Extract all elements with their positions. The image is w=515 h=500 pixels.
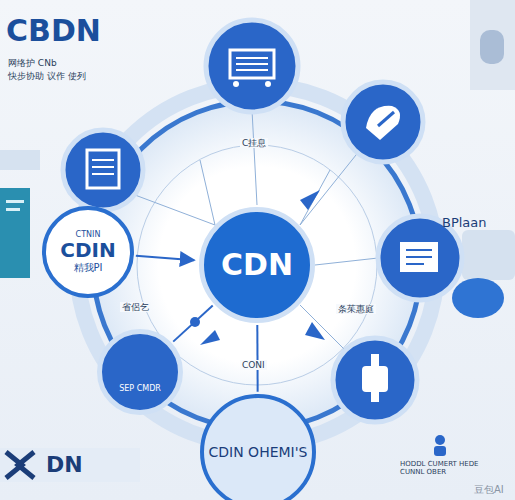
note-text: HODDL CUMERT HEDE CUNNL OBER — [398, 460, 502, 476]
side-blob — [452, 278, 504, 318]
node-text: CDIN OHEMI'S — [209, 444, 308, 460]
node-text: 精我PI — [74, 262, 103, 274]
footer-bar — [0, 448, 140, 482]
icon-circle — [63, 130, 143, 210]
connector — [173, 305, 213, 341]
corner-panel — [470, 0, 515, 90]
node-text: CDN — [221, 248, 293, 283]
spoke-lines — [135, 110, 378, 350]
side-label: BPlaan — [440, 216, 489, 231]
node-text: CDIN — [60, 239, 115, 262]
side-panel — [0, 188, 30, 278]
side-panel — [462, 230, 515, 280]
ring-label: 条茱惠庭 — [336, 304, 376, 314]
logo-text: DN — [44, 452, 85, 477]
side-panel — [0, 150, 40, 170]
center-circle: CDN — [199, 207, 315, 323]
title: CBDN — [4, 14, 103, 49]
subtitle-text: 网络护 CNb — [6, 58, 59, 68]
service-circle: CTNINCDIN精我PI — [42, 206, 134, 298]
logo-mark — [6, 452, 34, 478]
service-circle: CDIN OHEMI'S — [200, 394, 316, 500]
icon-circle — [206, 20, 298, 112]
icon-circle — [333, 338, 417, 422]
service-circle: SEP CMDR — [97, 329, 183, 415]
connector — [256, 325, 258, 392]
connector — [136, 256, 194, 260]
ring-label: 省侶乞 — [120, 302, 151, 312]
ring-label: C挂息 — [240, 138, 268, 148]
node-text: CTNIN — [76, 230, 101, 239]
watermark: 豆包AI — [472, 484, 506, 496]
node-text: SEP CMDR — [119, 384, 161, 393]
ring-label: CONI — [240, 360, 267, 370]
icon-circle — [343, 82, 423, 162]
small-icon — [434, 435, 446, 456]
subtitle-text: 快步协助 议作 使列 — [6, 71, 88, 81]
